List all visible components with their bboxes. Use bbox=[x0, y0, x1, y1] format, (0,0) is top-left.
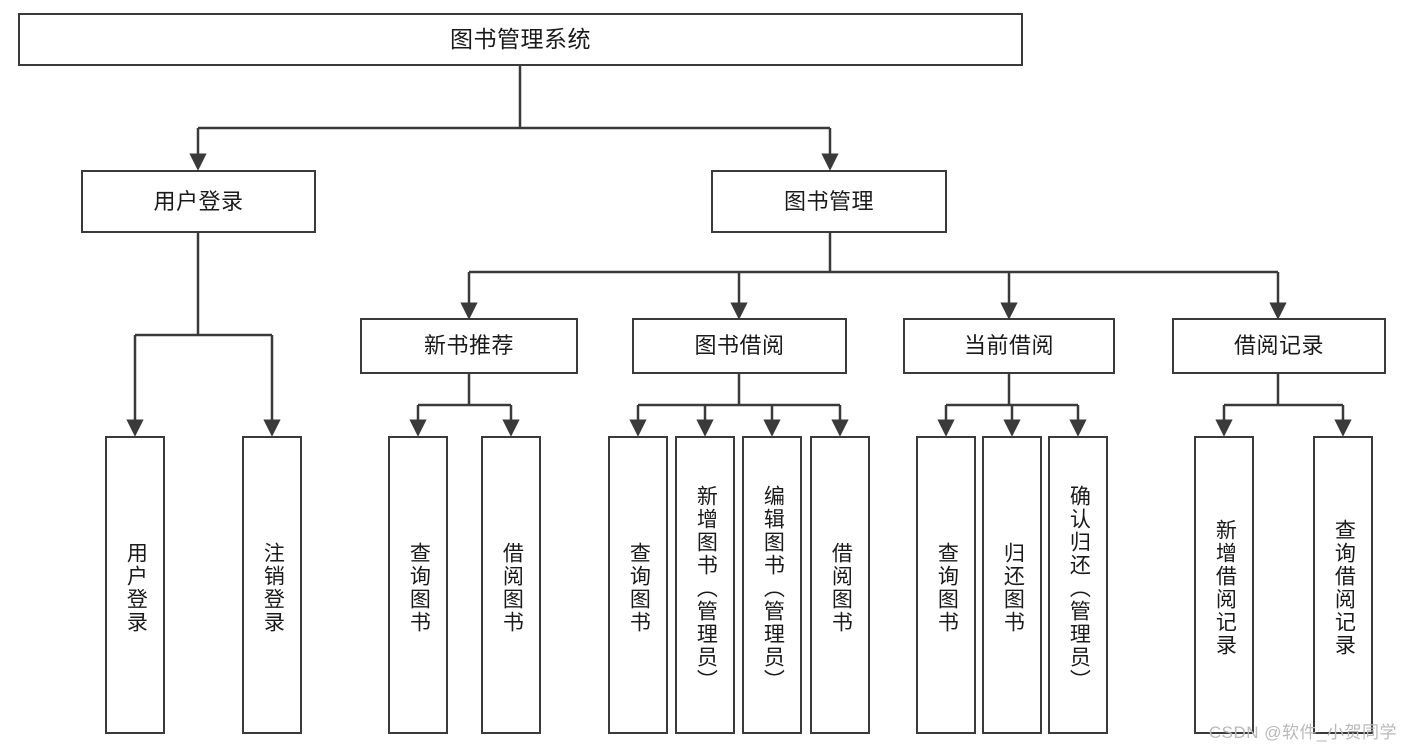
node-label: 编辑图书（管理员） bbox=[761, 484, 785, 692]
node-borrow-record[interactable]: 借阅记录 bbox=[1172, 318, 1386, 374]
leaf-edit-book-admin[interactable]: 编辑图书（管理员） bbox=[742, 436, 802, 734]
leaf-query-borrow-record[interactable]: 查询借阅记录 bbox=[1313, 436, 1373, 734]
node-label: 图书管理系统 bbox=[450, 26, 591, 53]
leaf-borrow-book[interactable]: 借阅图书 bbox=[810, 436, 870, 734]
node-label: 借阅图书 bbox=[500, 542, 524, 634]
leaf-query-book-recommendation[interactable]: 查询图书 bbox=[388, 436, 448, 734]
leaf-logout[interactable]: 注销登录 bbox=[242, 436, 302, 734]
leaf-query-book-borrow[interactable]: 查询图书 bbox=[608, 436, 668, 734]
node-root-book-management-system[interactable]: 图书管理系统 bbox=[18, 13, 1023, 66]
csdn-watermark: CSDN @软件_小贺同学 bbox=[1208, 723, 1397, 742]
node-label: 图书管理 bbox=[783, 188, 874, 214]
leaf-add-book-admin[interactable]: 新增图书（管理员） bbox=[675, 436, 735, 734]
node-label: 用户登录 bbox=[153, 188, 244, 214]
leaf-add-borrow-record[interactable]: 新增借阅记录 bbox=[1194, 436, 1254, 734]
leaf-return-book[interactable]: 归还图书 bbox=[982, 436, 1042, 734]
node-label: 当前借阅 bbox=[963, 333, 1054, 359]
node-label: 查询借阅记录 bbox=[1332, 519, 1356, 657]
leaf-query-book-current[interactable]: 查询图书 bbox=[916, 436, 976, 734]
leaf-user-login[interactable]: 用户登录 bbox=[105, 436, 165, 734]
node-current-borrow[interactable]: 当前借阅 bbox=[903, 318, 1115, 374]
node-label: 新增图书（管理员） bbox=[694, 484, 718, 692]
node-label: 查询图书 bbox=[935, 542, 959, 634]
node-label: 查询图书 bbox=[627, 542, 651, 634]
node-label: 新增借阅记录 bbox=[1213, 519, 1237, 657]
node-label: 注销登录 bbox=[261, 542, 285, 634]
node-user-login[interactable]: 用户登录 bbox=[81, 170, 316, 233]
node-label: 借阅记录 bbox=[1233, 333, 1324, 359]
node-new-book-recommendation[interactable]: 新书推荐 bbox=[360, 318, 578, 374]
node-label: 借阅图书 bbox=[829, 542, 853, 634]
node-label: 确认归还（管理员） bbox=[1067, 484, 1091, 692]
node-label: 新书推荐 bbox=[423, 333, 514, 359]
leaf-confirm-return-admin[interactable]: 确认归还（管理员） bbox=[1048, 436, 1108, 734]
node-book-management[interactable]: 图书管理 bbox=[711, 170, 947, 233]
node-book-borrow[interactable]: 图书借阅 bbox=[632, 318, 847, 374]
node-label: 图书借阅 bbox=[694, 333, 785, 359]
node-label: 归还图书 bbox=[1001, 542, 1025, 634]
node-label: 用户登录 bbox=[124, 542, 148, 634]
node-label: 查询图书 bbox=[407, 542, 431, 634]
leaf-borrow-book-recommendation[interactable]: 借阅图书 bbox=[481, 436, 541, 734]
